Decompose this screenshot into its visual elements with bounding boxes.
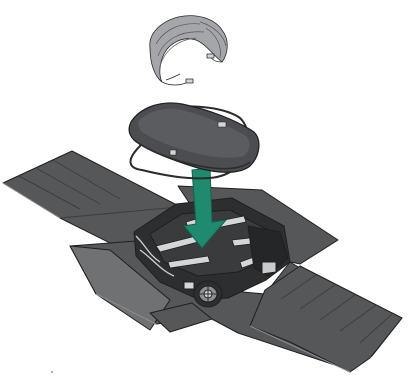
wheel-icon (194, 281, 222, 307)
cover-tab (170, 150, 176, 155)
mat-right-strip (250, 266, 402, 372)
chassis-connector (184, 282, 194, 289)
chassis-side-light (262, 262, 276, 274)
cable-plug (186, 79, 193, 83)
cable-plug (207, 54, 214, 58)
corner-mark (51, 371, 53, 373)
top-cover (129, 103, 259, 178)
wire-harness-icon (150, 16, 227, 85)
cover-tab (218, 122, 226, 127)
